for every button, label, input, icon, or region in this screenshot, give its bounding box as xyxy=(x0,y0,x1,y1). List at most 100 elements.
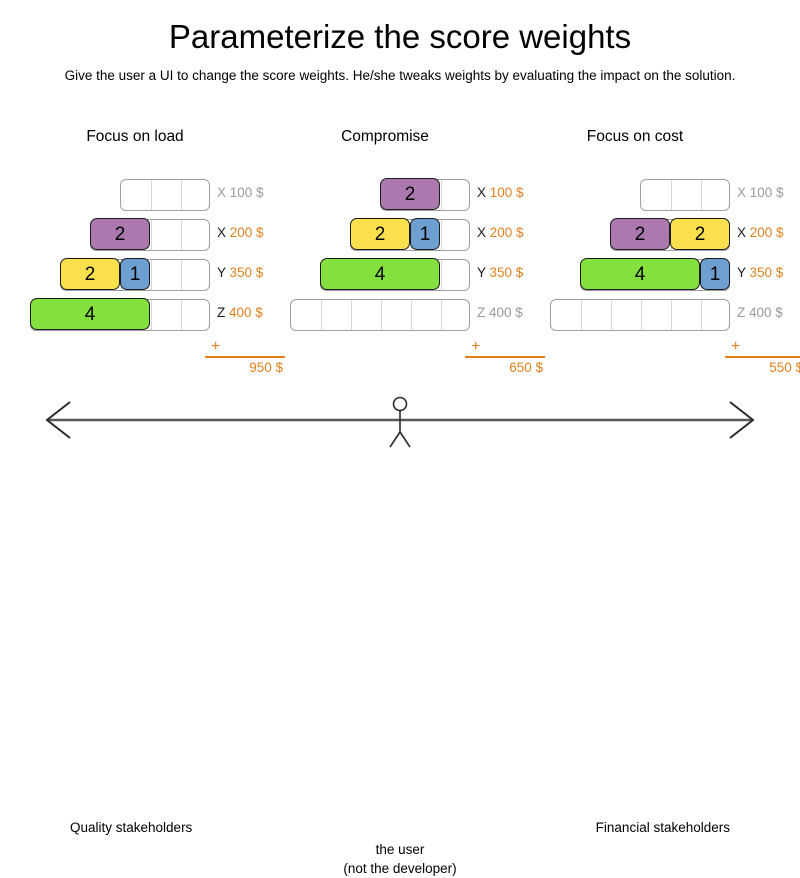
sum-total: 650 $ xyxy=(509,360,543,375)
column-sum: +950 $ xyxy=(205,339,285,375)
row-label: X 200 $ xyxy=(217,225,264,240)
row-label: X 100 $ xyxy=(217,185,264,200)
column-title: Focus on cost xyxy=(586,128,684,145)
weight-track[interactable] xyxy=(120,179,210,211)
row-label-amount: 200 $ xyxy=(746,225,784,240)
track-segment-dividers xyxy=(291,300,469,330)
row-label-letter: Z xyxy=(217,305,226,320)
row-label-letter: Y xyxy=(217,265,226,280)
weight-track[interactable] xyxy=(550,299,730,331)
weight-chip-yellow[interactable]: 2 xyxy=(60,258,120,290)
segment-divider xyxy=(441,220,442,250)
row-label-letter: Y xyxy=(477,265,486,280)
weight-row[interactable] xyxy=(550,299,730,331)
weight-row[interactable]: 4 xyxy=(30,298,210,331)
weight-track[interactable] xyxy=(640,179,730,211)
user-stick-figure-icon xyxy=(389,396,411,448)
segment-divider xyxy=(381,300,382,330)
track-segment-dividers xyxy=(121,180,209,210)
row-label-amount: 400 $ xyxy=(225,305,263,320)
weight-chip-yellow[interactable]: 2 xyxy=(670,218,730,250)
weight-row[interactable]: 4 xyxy=(320,258,470,291)
row-label-amount: 350 $ xyxy=(485,265,524,280)
row-label: X 100 $ xyxy=(737,185,784,200)
axis-label-right: Financial stakeholders xyxy=(595,820,730,835)
row-label-letter: Z xyxy=(737,305,746,320)
weight-chip-purple[interactable]: 2 xyxy=(380,178,440,210)
weight-chip-green[interactable]: 4 xyxy=(580,258,700,290)
weight-chip-value: 4 xyxy=(84,303,96,325)
row-label: X 100 $ xyxy=(477,185,524,200)
column-title: Compromise xyxy=(341,128,429,145)
row-label-letter: Z xyxy=(477,305,486,320)
page-subtitle: Give the user a UI to change the score w… xyxy=(64,68,736,83)
sum-rule xyxy=(205,356,285,358)
segment-divider xyxy=(151,220,152,250)
row-label-letter: X xyxy=(477,225,487,240)
row-label-amount: 350 $ xyxy=(225,265,264,280)
row-label-letter: Y xyxy=(737,265,746,280)
segment-divider xyxy=(181,220,182,250)
row-label-amount: 100 $ xyxy=(486,185,524,200)
segment-divider xyxy=(411,300,412,330)
column-sum: +550 $ xyxy=(725,339,800,375)
arrow-head-right-icon xyxy=(729,401,755,439)
segment-divider xyxy=(441,180,442,210)
user-caption-line2: (not the developer) xyxy=(343,861,457,876)
stakeholder-axis: Quality stakeholders Financial stakehold… xyxy=(0,390,800,876)
weight-chip-purple[interactable]: 2 xyxy=(610,218,670,250)
weight-chip-green[interactable]: 4 xyxy=(30,298,150,330)
segment-divider xyxy=(701,180,702,210)
page-title: Parameterize the score weights xyxy=(168,18,632,55)
row-label-amount: 200 $ xyxy=(226,225,264,240)
weight-chip-blue[interactable]: 1 xyxy=(410,218,440,250)
row-label-amount: 350 $ xyxy=(745,265,784,280)
weight-track[interactable] xyxy=(290,299,470,331)
weight-row[interactable] xyxy=(640,179,730,211)
weight-chip-purple[interactable]: 2 xyxy=(90,218,150,250)
weight-chip-blue[interactable]: 1 xyxy=(120,258,150,290)
row-label-amount: 100 $ xyxy=(746,185,784,200)
segment-divider xyxy=(641,300,642,330)
row-label: Z 400 $ xyxy=(737,305,783,320)
row-label: Y 350 $ xyxy=(477,265,523,280)
weight-chip-blue[interactable]: 1 xyxy=(700,258,730,290)
weight-chip-value: 2 xyxy=(374,223,386,245)
row-label: Y 350 $ xyxy=(737,265,783,280)
weight-chip-value: 2 xyxy=(84,263,96,285)
weight-chip-yellow[interactable]: 2 xyxy=(350,218,410,250)
segment-divider xyxy=(181,300,182,330)
track-segment-dividers xyxy=(641,180,729,210)
segment-divider xyxy=(321,300,322,330)
column-title: Focus on load xyxy=(86,128,184,145)
weight-chip-value: 4 xyxy=(634,263,646,285)
weight-row[interactable] xyxy=(290,299,470,331)
segment-divider xyxy=(151,180,152,210)
row-label-amount: 400 $ xyxy=(745,305,783,320)
sum-plus-sign: + xyxy=(471,338,481,355)
weight-chip-green[interactable]: 4 xyxy=(320,258,440,290)
weight-row[interactable]: 2 xyxy=(90,218,210,251)
weight-chip-value: 2 xyxy=(114,223,126,245)
sum-rule xyxy=(725,356,800,358)
row-label-letter: X xyxy=(737,185,747,200)
segment-divider xyxy=(701,300,702,330)
row-label-letter: X xyxy=(737,225,747,240)
weight-chip-value: 2 xyxy=(404,183,416,205)
segment-divider xyxy=(581,300,582,330)
axis-svg xyxy=(45,396,755,448)
row-label: X 200 $ xyxy=(737,225,784,240)
segment-divider xyxy=(181,180,182,210)
weight-chip-value: 2 xyxy=(634,223,646,245)
weight-chip-value: 1 xyxy=(419,223,431,245)
weight-row[interactable] xyxy=(120,179,210,211)
weight-row[interactable]: 2 xyxy=(380,178,470,211)
sum-total: 950 $ xyxy=(249,360,283,375)
arrow-head-left-icon xyxy=(45,401,71,439)
track-segment-dividers xyxy=(551,300,729,330)
